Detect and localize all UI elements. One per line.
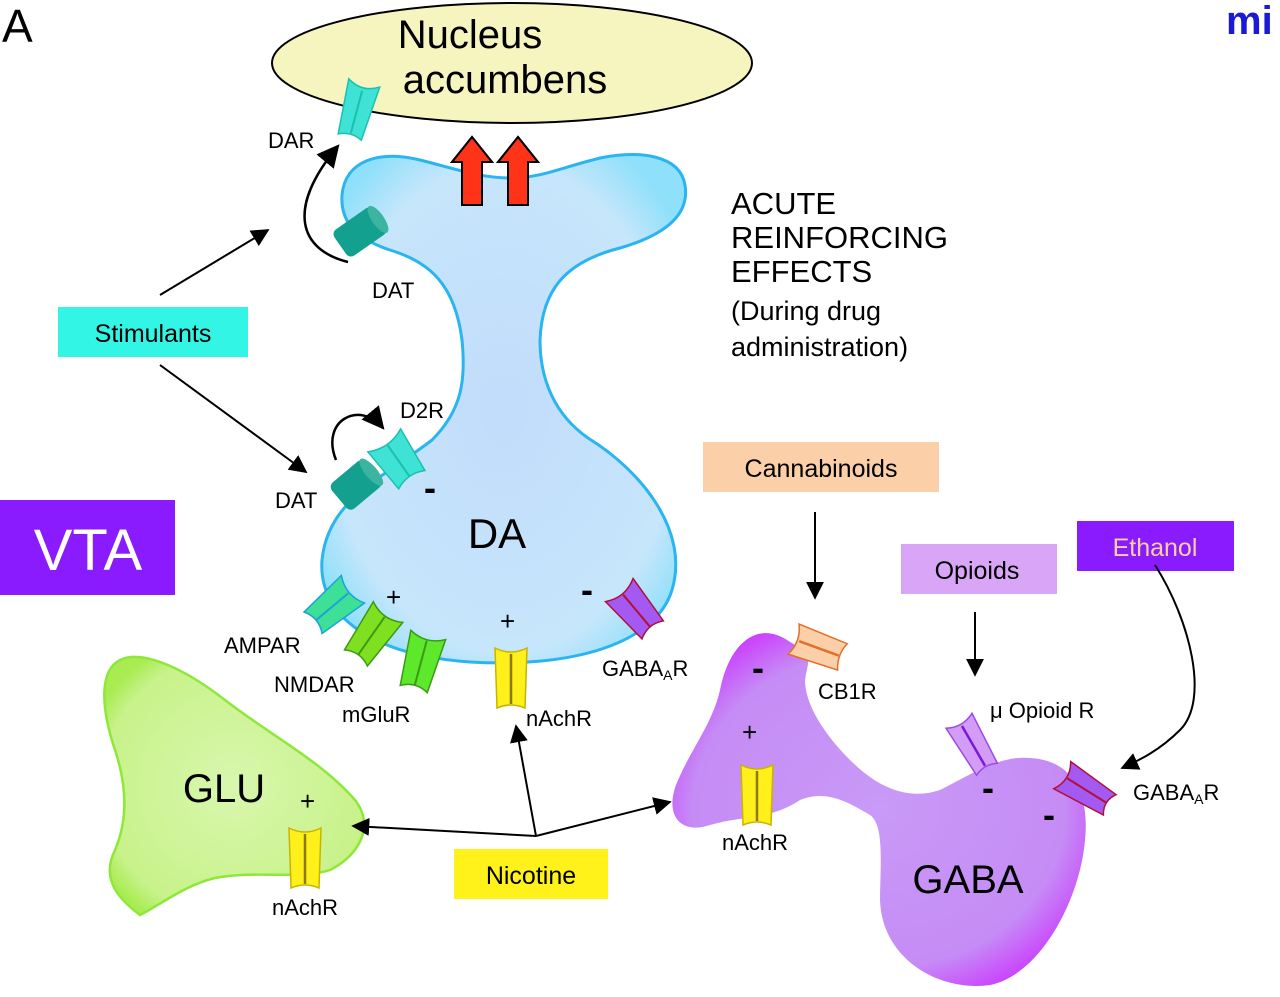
d2r-sign: - (424, 467, 436, 508)
journal-logo: mi (1226, 0, 1273, 43)
mglur-receptor-icon (399, 628, 447, 695)
gabaar-da-receptor-icon (603, 576, 665, 641)
mu-opioid-sign: - (982, 767, 994, 808)
gaba-neuron (672, 633, 1086, 986)
ampar-receptor-icon (302, 573, 367, 635)
nicotine-to-glu-arrow (351, 817, 537, 837)
nachr-da-receptor-icon (494, 646, 528, 710)
d2r-receptor-icon (366, 427, 427, 491)
subtitle-line-2: administration) (731, 332, 908, 362)
nucleus-accumbens: Nucleus accumbens (271, 2, 753, 124)
gabaar-da-sign: - (581, 569, 593, 610)
opioids-box: Opioids (901, 544, 1057, 594)
nachr-da-sign: + (500, 606, 515, 636)
dat-bottom-transporter-icon (330, 458, 384, 510)
nmdar-receptor-icon (343, 600, 405, 668)
dat-top-transporter-icon (333, 205, 389, 257)
gabaar-gaba-label: GABAAR (1133, 780, 1219, 807)
ethanol-label: Ethanol (1113, 534, 1198, 562)
glu-sign: + (300, 786, 315, 816)
title-line-1: ACUTE (731, 186, 836, 221)
mu-opioid-receptor-icon (944, 711, 999, 777)
glutamate-sign: + (386, 582, 401, 612)
vta-box: VTA (0, 500, 175, 595)
cb1r-sign: - (752, 647, 764, 688)
nachr-glu-label: nAchR (272, 895, 338, 920)
stimulants-box: Stimulants (58, 307, 248, 357)
glu-label: GLU (183, 767, 265, 811)
nachr-gaba-sign: + (742, 717, 757, 747)
dar-label: DAR (268, 128, 314, 153)
d2r-label: D2R (400, 398, 444, 423)
cannabinoids-label: Cannabinoids (745, 455, 898, 483)
nicotine-box: Nicotine (454, 849, 608, 899)
nachr-glu-receptor-icon (288, 826, 322, 890)
gaba-label: GABA (912, 858, 1023, 902)
dopamine-release-arrows-front (449, 135, 541, 206)
da-label: DA (468, 510, 526, 557)
nachr-gaba-label: nAchR (722, 830, 788, 855)
dar-receptor-icon (337, 77, 381, 142)
gabaar-gaba-sign: - (1043, 794, 1055, 835)
nachr-da-label: nAchR (526, 706, 592, 731)
stimulants-to-dat-top-arrow (159, 229, 270, 296)
gabaar-gaba-receptor-icon (1052, 760, 1118, 817)
opioids-label: Opioids (935, 557, 1020, 585)
mglur-label: mGluR (342, 702, 410, 727)
stimulants-label: Stimulants (95, 320, 212, 348)
cb1r-receptor-icon (786, 622, 849, 672)
ethanol-to-gabaar-arrow (1120, 564, 1196, 770)
title-line-2: REINFORCING (731, 220, 948, 255)
dat-to-dar-arrow (303, 144, 349, 264)
nachr-gaba-receptor-icon (740, 763, 774, 827)
nicotine-label: Nicotine (486, 862, 576, 890)
vta-label: VTA (34, 518, 143, 583)
nmdar-label: NMDAR (274, 672, 355, 697)
dat-top-label: DAT (372, 278, 414, 303)
stimulants-to-dat-bottom-arrow (159, 364, 308, 474)
dat-bottom-label: DAT (275, 488, 317, 513)
dat-to-d2r-arrow (331, 405, 385, 461)
subtitle-line-1: (During drug (731, 296, 881, 326)
nicotine-to-da-arrow (510, 724, 537, 837)
ethanol-box: Ethanol (1077, 521, 1234, 571)
acute-reinforcing-effects-text: ACUTE REINFORCING EFFECTS (During drug a… (731, 186, 948, 362)
cannabinoids-box: Cannabinoids (703, 442, 939, 492)
nucleus-accumbens-label-2: accumbens (403, 58, 608, 102)
nicotine-to-gaba-arrow (535, 797, 672, 837)
gabaar-da-label: GABAAR (602, 656, 688, 683)
title-line-3: EFFECTS (731, 254, 872, 289)
mu-opioid-label: μ Opioid R (990, 698, 1094, 723)
panel-letter: A (2, 0, 33, 52)
nucleus-accumbens-label-1: Nucleus (398, 13, 543, 57)
ampar-label: AMPAR (224, 633, 301, 658)
cb1r-label: CB1R (818, 679, 877, 704)
